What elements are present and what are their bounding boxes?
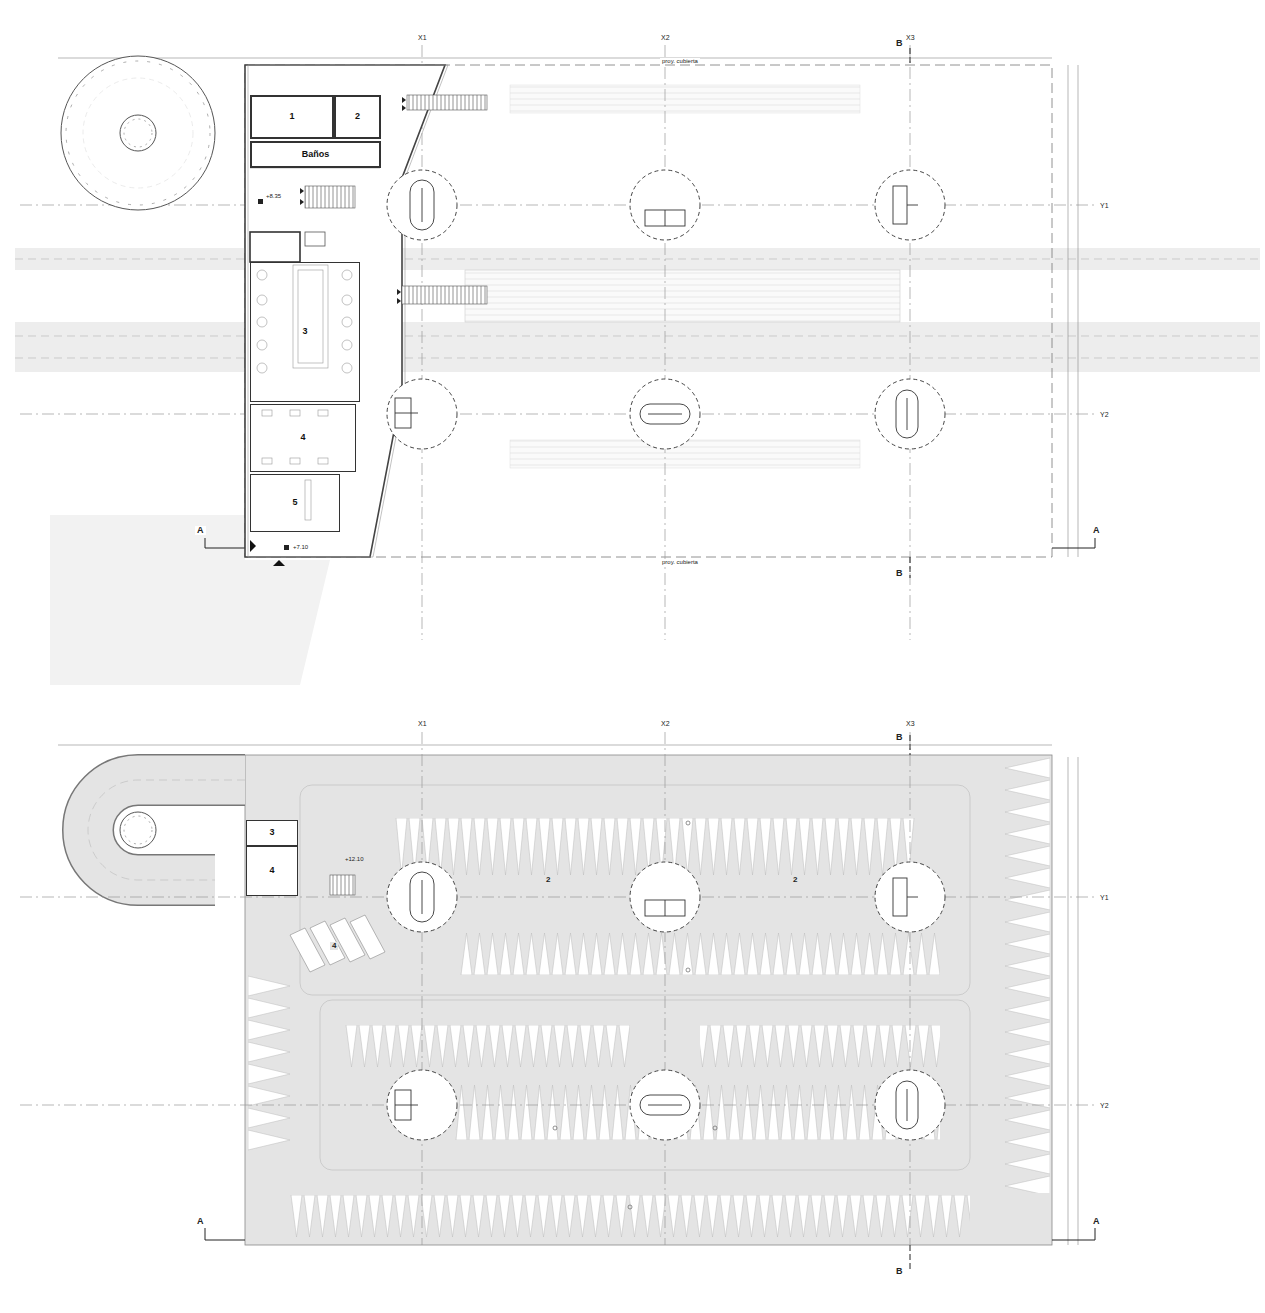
plan-label: X3 [904,720,917,727]
room-box: 5 [250,474,340,532]
plan-label: +7.10 [291,544,310,550]
plan-label: B [894,39,905,48]
plan-label: X2 [659,720,672,727]
room-label: Baños [302,150,330,160]
plan-label: X2 [659,34,672,41]
plan-label: +8.35 [264,193,283,199]
plan-label: A [195,526,206,535]
plan-label: Y2 [1098,1102,1111,1109]
plan-label: X1 [416,720,429,727]
room-box: Baños [250,141,381,168]
room-label: 3 [269,828,274,838]
room-box: 4 [246,846,298,896]
plan-label: 2 [791,876,799,884]
plan-label: +12.10 [343,856,366,862]
room-label: 1 [289,112,294,122]
plan-label: Y1 [1098,894,1111,901]
plan-label: X1 [416,34,429,41]
plan-label: X3 [904,34,917,41]
room-label: 2 [355,112,360,122]
plan-label: A [1091,526,1102,535]
plan-label: B [894,1267,905,1276]
plan-label: B [894,733,905,742]
room-box: 2 [334,95,381,139]
plan-label: B [894,569,905,578]
room-box: 4 [250,404,356,472]
plan-label: A [195,1217,206,1226]
plan-label: Y1 [1098,202,1111,209]
plan-label: Y2 [1098,411,1111,418]
room-label: 4 [300,433,305,443]
plan-label: 2 [544,876,552,884]
room-box: 1 [250,95,334,139]
plan-label: 4 [330,942,338,950]
room-label: 3 [302,327,307,337]
room-box: 3 [250,262,360,402]
room-label: 4 [269,866,274,876]
plan-label: A [1091,1217,1102,1226]
plan-label: proy. cubierta [660,559,700,565]
room-box: 3 [246,820,298,846]
room-label: 5 [292,498,297,508]
plan-label: proy. cubierta [660,58,700,64]
